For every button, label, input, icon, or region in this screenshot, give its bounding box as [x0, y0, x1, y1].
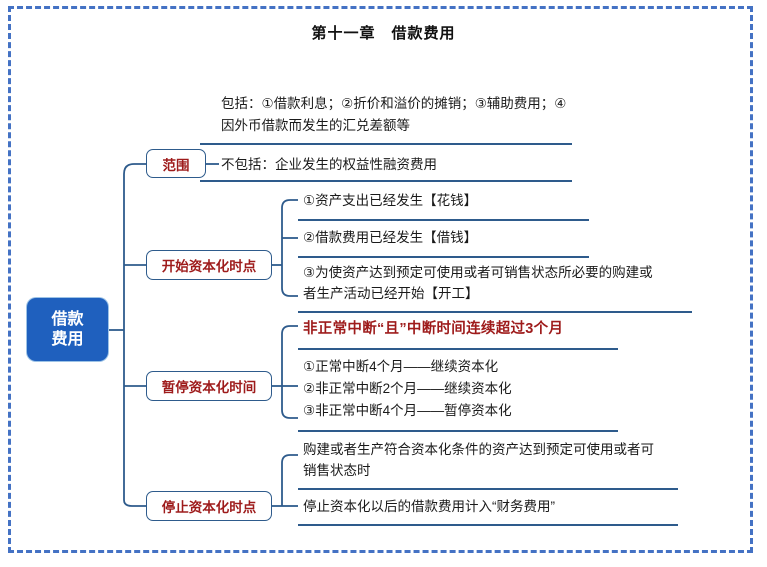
separator-rule — [298, 256, 589, 258]
branch-label-capitalization-suspend[interactable]: 暂停资本化时间 — [146, 371, 272, 401]
stop-item-1: 购建或者生产符合资本化条件的资产达到预定可使用或者可销售状态时 — [303, 442, 654, 478]
start-item-1: ①资产支出已经发生【花钱】 — [303, 193, 478, 208]
suspend-item-2: ②非正常中断2个月——继续资本化 — [303, 381, 512, 396]
separator-rule — [200, 143, 572, 145]
branch-label-scope[interactable]: 范围 — [146, 149, 206, 178]
start-item-3: ③为使资产达到预定可使用或者可销售状态所必要的购建或者生产活动已经开始【开工】 — [303, 265, 653, 301]
suspend-item-3: ③非正常中断4个月——暂停资本化 — [303, 403, 512, 418]
branch-label-text: 停止资本化时点 — [161, 500, 257, 515]
dashed-page-frame — [8, 6, 753, 553]
branch-label-capitalization-stop[interactable]: 停止资本化时点 — [146, 491, 272, 521]
start-item-2: ②借款费用已经发生【借钱】 — [303, 230, 478, 245]
separator-rule — [298, 488, 678, 490]
branch-label-text: 开始资本化时点 — [161, 259, 257, 274]
root-node[interactable]: 借款 费用 — [27, 298, 108, 361]
separator-rule — [298, 311, 692, 313]
suspend-item-1: ①正常中断4个月——继续资本化 — [303, 359, 499, 374]
scope-exclude-text: 不包括：企业发生的权益性融资费用 — [221, 157, 437, 172]
root-label-line2: 费用 — [51, 330, 84, 348]
branch-label-text: 暂停资本化时间 — [161, 380, 257, 395]
separator-rule — [298, 524, 678, 526]
root-label-line1: 借款 — [51, 310, 84, 328]
separator-rule — [298, 219, 589, 221]
separator-rule — [200, 180, 572, 182]
separator-rule — [298, 348, 618, 350]
page-title: 第十一章 借款费用 — [311, 25, 456, 42]
branch-label-text: 范围 — [162, 157, 190, 173]
separator-rule — [298, 430, 618, 432]
suspend-highlight: 非正常中断“且”中断时间连续超过3个月 — [303, 321, 564, 337]
scope-include-text: 包括：①借款利息；②折价和溢价的摊销；③辅助费用；④因外币借款而发生的汇兑差额等 — [221, 96, 567, 133]
stop-item-2: 停止资本化以后的借款费用计入“财务费用” — [303, 499, 555, 514]
branch-label-capitalization-start[interactable]: 开始资本化时点 — [146, 250, 272, 280]
